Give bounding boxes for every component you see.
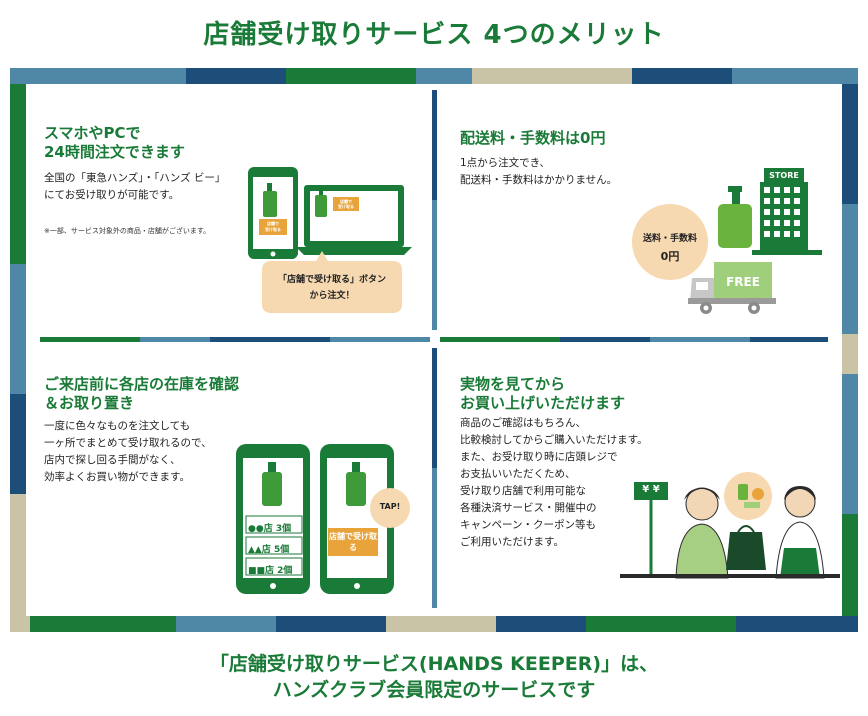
panel-4-title-line2: お買い上げいただけます — [460, 394, 626, 412]
panel-3-title: ご来店前に各店の在庫を確認 ＆お取り置き — [44, 375, 239, 413]
pickup-button-label: 店舗で受け取る — [329, 532, 377, 552]
panel-3-body: 一度に色々なものを注文しても 一ヶ所でまとめて受け取れるので、 店内で探し回る手… — [44, 418, 212, 486]
panel-1-note: ※一部、サービス対象外の商品・店舗がございます。 — [44, 227, 211, 235]
panel-4-title-line1: 実物を見てから — [460, 375, 566, 393]
panel-4-body-line6: 各種決済サービス・開催中の — [460, 502, 597, 514]
free-badge-text: 送料・手数料 0円 — [632, 230, 708, 266]
panel-3-body-line2: 一ヶ所でまとめて受け取れるので、 — [44, 437, 212, 449]
register-sign-icon — [634, 482, 668, 500]
panel-4-body-line1: 商品のご確認はもちろん、 — [460, 417, 586, 429]
product-bottle-icon — [718, 204, 752, 248]
footer-line1: 「店舗受け取りサービス(HANDS KEEPER)」は、 — [209, 653, 659, 675]
panel-3-title-line1: ご来店前に各店の在庫を確認 — [44, 375, 240, 393]
register-sign-label: ¥ ¥ — [642, 484, 660, 495]
stock-row: ▲▲店 5個 — [248, 545, 290, 555]
footer-line2: ハンズクラブ会員限定のサービスです — [272, 679, 596, 701]
panel-1-body-line2: にてお受け取りが可能です。 — [44, 189, 180, 201]
panel-2-body-line1: 1点から注文でき、 — [460, 157, 550, 169]
callout-text: 「店舗で受け取る」ボタン から注文！ — [262, 272, 402, 304]
panel-3-body-line1: 一度に色々なものを注文しても — [44, 420, 191, 432]
panel-1-body-line1: 全国の「東急ハンズ」・「ハンズ ビー」 — [44, 172, 226, 184]
bottle-icon — [262, 472, 282, 506]
panel-1-title-line2: 24時間注文できます — [44, 143, 185, 161]
panel-4-body-line5: 受け取り店舗で利用可能な — [460, 485, 586, 497]
panel-3-body-line4: 効率よくお買い物ができます。 — [44, 471, 190, 483]
panel-2-body: 1点から注文でき、 配送料・手数料はかかりません。 — [460, 155, 617, 189]
panel-4-body-line7: キャンペーン・クーポン等も — [460, 519, 596, 531]
panel-4-body-line8: ご利用いただけます。 — [460, 536, 564, 548]
free-badge-line2: 0円 — [660, 250, 680, 263]
svg-text:受け取る: 受け取る — [265, 226, 281, 232]
panel-4-title: 実物を見てから お買い上げいただけます — [460, 375, 625, 413]
store-truck-illustration: STORE FREE — [632, 168, 822, 314]
stock-list: ●●店 3個 ▲▲店 5個 ■■店 2個 — [248, 519, 292, 582]
bottle-icon — [263, 191, 277, 217]
svg-text:受け取る: 受け取る — [338, 203, 354, 209]
panel-2-body-line2: 配送料・手数料はかかりません。 — [460, 174, 618, 186]
svg-text:店舗で: 店舗で — [266, 220, 279, 226]
free-badge-icon — [632, 204, 708, 280]
store-sign-icon — [764, 168, 804, 182]
panel-1-body: 全国の「東急ハンズ」・「ハンズ ビー」 にてお受け取りが可能です。 — [44, 170, 225, 204]
device-illustration: 店舗で 受け取る 店舗で 受け取る — [248, 167, 412, 313]
checkout-counter-illustration — [620, 472, 840, 579]
svg-text:FREE: FREE — [726, 275, 760, 289]
panel-3-body-line3: 店内で探し回る手間がなく、 — [44, 454, 181, 466]
svg-text:STORE: STORE — [769, 171, 799, 180]
shopping-bag-icon — [726, 532, 766, 570]
panel-1-title: スマホやPCで 24時間注文できます — [44, 124, 185, 162]
callout-line1: 「店舗で受け取る」ボタン — [277, 275, 386, 285]
tap-label: TAP! — [379, 502, 401, 511]
bottle-icon — [346, 472, 366, 506]
store-building-icon — [760, 182, 808, 254]
tap-bubble-icon — [370, 488, 410, 528]
pickup-button-icon — [328, 528, 378, 556]
stock-phones-illustration — [236, 444, 410, 594]
callout-bubble — [262, 261, 402, 313]
panel-4-body-line4: お支払いいただくため、 — [460, 468, 576, 480]
stock-row: ●●店 3個 — [248, 524, 292, 534]
panel-2-title: 配送料・手数料は0円 — [460, 129, 606, 147]
stock-row: ■■店 2個 — [248, 566, 293, 576]
panel-4-body: 商品のご確認はもちろん、 比較検討してからご購入いただけます。 また、お受け取り… — [460, 415, 648, 551]
panel-1-title-line1: スマホやPCで — [44, 124, 141, 142]
panel-4-body-line3: また、お受け取り時に店頭レジで — [460, 451, 618, 463]
truck-icon — [714, 262, 772, 298]
free-badge-line1: 送料・手数料 — [642, 234, 697, 244]
svg-text:店舗で: 店舗で — [339, 198, 352, 204]
footer: 「店舗受け取りサービス(HANDS KEEPER)」は、 ハンズクラブ会員限定の… — [0, 651, 868, 703]
panel-3-title-line2: ＆お取り置き — [44, 394, 135, 412]
page-title: 店舗受け取りサービス 4つのメリット — [203, 20, 665, 50]
panel-4-body-line2: 比較検討してからご購入いただけます。 — [460, 434, 648, 446]
callout-line2: から注文！ — [309, 291, 355, 301]
pickup-button-icon — [259, 219, 287, 235]
